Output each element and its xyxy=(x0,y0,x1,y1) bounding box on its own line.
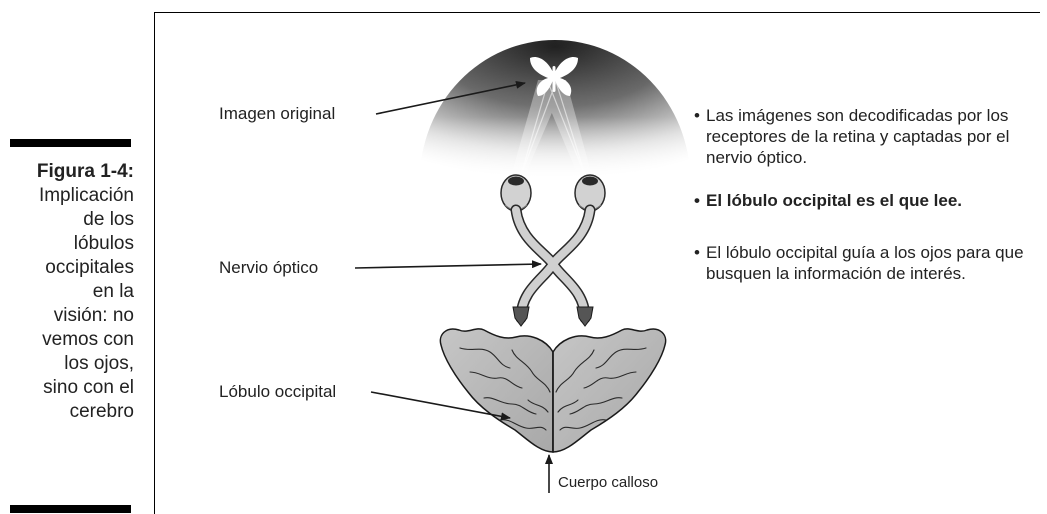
bullet-dot: • xyxy=(694,242,700,263)
bullet-text: El lóbulo occipital guía a los ojos para… xyxy=(706,243,1024,283)
arrow-nervio-optico xyxy=(355,264,541,268)
bullet-item-bold: • El lóbulo occipital es el que lee. xyxy=(694,190,1039,211)
bullet-item: • Las imágenes son decodificadas por los… xyxy=(694,105,1039,168)
label-lobulo-occipital: Lóbulo occipital xyxy=(219,382,336,402)
label-nervio-optico: Nervio óptico xyxy=(219,258,318,278)
bullet-text: El lóbulo occipital es el que lee. xyxy=(706,191,962,210)
label-imagen-original: Imagen original xyxy=(219,104,335,124)
bullet-list: • Las imágenes son decodificadas por los… xyxy=(694,105,1039,306)
bullet-text: Las imágenes son decodificadas por los r… xyxy=(706,106,1009,167)
bullet-dot: • xyxy=(694,190,700,211)
bullet-dot: • xyxy=(694,105,700,126)
optic-tract-ends xyxy=(513,307,593,326)
brain-lobes xyxy=(440,329,670,452)
bullet-item: • El lóbulo occipital guía a los ojos pa… xyxy=(694,242,1039,284)
label-cuerpo-calloso: Cuerpo calloso xyxy=(558,474,658,491)
